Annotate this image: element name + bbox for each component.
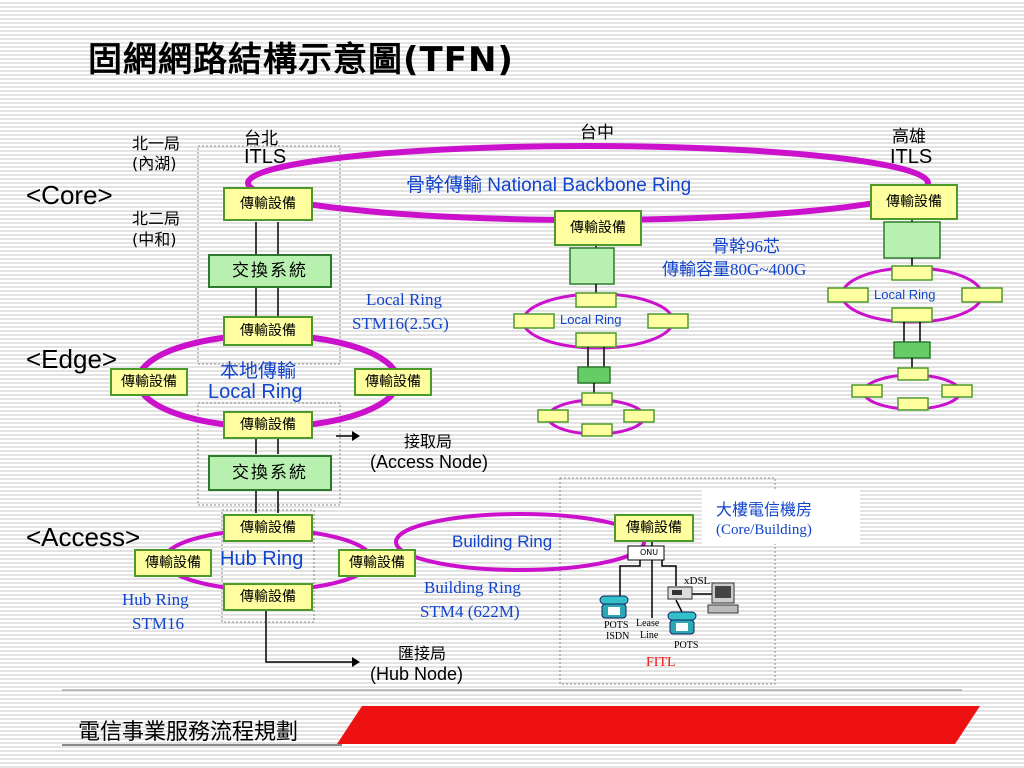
- lease-line-label-1: Lease: [636, 618, 660, 629]
- kaohsiung-node-3: [961, 287, 1003, 303]
- kaohsiung-node-2: [827, 287, 869, 303]
- phone-icon: [599, 595, 629, 619]
- xdsl-label: xDSL: [684, 575, 711, 587]
- kaohsiung-local-ring-label: Local Ring: [874, 287, 936, 302]
- taichung-switch-box: [569, 247, 615, 285]
- edge-left-transmission-box: 傳輸設備: [110, 368, 188, 396]
- hub-left-transmission-box: 傳輸設備: [134, 549, 212, 577]
- building-ring-spec2: STM4 (622M): [420, 602, 520, 621]
- access-layer-label: <Access>: [26, 522, 141, 552]
- kaohsiung-node-5: [897, 367, 929, 381]
- edge-right-transmission-box: 傳輸設備: [354, 368, 432, 396]
- access-node-en: (Access Node): [370, 452, 489, 472]
- building-ring-label: Building Ring: [452, 532, 553, 551]
- hub-ring-label: Hub Ring: [220, 548, 304, 570]
- hub-right-transmission-box: 傳輸設備: [338, 549, 416, 577]
- hub-ring-spec1: Hub Ring: [122, 590, 189, 609]
- footer-underline: [62, 744, 342, 746]
- taipei-hub-cluster: [221, 509, 315, 623]
- fitl-label: FITL: [646, 655, 676, 670]
- taichung-node-3: [647, 313, 689, 329]
- taichung-node-5: [581, 392, 613, 406]
- modem-icon: [667, 586, 693, 600]
- footer-red-bar: [337, 706, 980, 744]
- edge-layer-label: <Edge>: [26, 344, 118, 374]
- lease-line-label-2: Line: [640, 630, 659, 641]
- page-title: 固網網路結構示意圖(TFN): [88, 40, 514, 80]
- onu-box: [627, 545, 665, 561]
- kaohsiung-node-6: [851, 384, 883, 398]
- computer-icon: [707, 582, 739, 614]
- taipei-label: 台北: [244, 129, 278, 149]
- taichung-local-ring-label: Local Ring: [560, 312, 622, 327]
- taipei-itls-label: ITLS: [244, 146, 287, 168]
- taipei-edge-transmission-box: 傳輸設備: [223, 316, 313, 346]
- hub-node-cn: 匯接局: [398, 644, 447, 663]
- local-ring-spec1: Local Ring: [366, 290, 443, 309]
- access-node-cn: 接取局: [404, 432, 453, 451]
- taichung-node-6: [537, 409, 569, 423]
- office2-sub: (中和): [132, 230, 177, 249]
- building-ring: [394, 512, 646, 572]
- pots-isdn-label-2: ISDN: [606, 631, 630, 642]
- pots-isdn-label-1: POTS: [604, 620, 629, 631]
- taichung-transmission-box: 傳輸設備: [554, 210, 642, 246]
- kaohsiung-label: 高雄: [892, 127, 926, 147]
- fitl-cluster: [559, 477, 776, 685]
- backbone-ring-label: 骨幹傳輸 National Backbone Ring: [406, 175, 692, 196]
- edge-local-ring-en: Local Ring: [208, 381, 303, 403]
- backbone-spec2: 傳輸容量80G~400G: [662, 260, 807, 279]
- edge-local-ring-cn: 本地傳輸: [220, 360, 297, 382]
- taipei-core-transmission-box: 傳輸設備: [223, 187, 313, 221]
- access-transmission-box: 傳輸設備: [223, 411, 313, 439]
- taichung-node-7: [623, 409, 655, 423]
- taichung-label: 台中: [580, 123, 614, 143]
- kaohsiung-node-4: [891, 307, 933, 323]
- taichung-node-2: [513, 313, 555, 329]
- local-ring-spec2: STM16(2.5G): [352, 314, 449, 333]
- building-node-en: (Core/Building): [716, 522, 812, 538]
- hub-node-en: (Hub Node): [370, 664, 464, 684]
- kaohsiung-node-1: [891, 265, 933, 281]
- footer-text: 電信事業服務流程規劃: [78, 720, 299, 745]
- kaohsiung-switch-box-2: [893, 341, 931, 359]
- building-node-label-box: [702, 490, 860, 544]
- taichung-node-1: [575, 292, 617, 308]
- onu-label: ONU: [640, 548, 659, 557]
- kaohsiung-node-7: [941, 384, 973, 398]
- kaohsiung-transmission-box: 傳輸設備: [870, 184, 958, 220]
- hub-ring-spec2: STM16: [132, 614, 184, 633]
- phone-icon: [667, 611, 697, 635]
- pots-label: POTS: [674, 640, 699, 651]
- building-node-cn: 大樓電信機房: [716, 500, 813, 519]
- core-layer-label: <Core>: [26, 180, 113, 210]
- taichung-node-4: [575, 332, 617, 348]
- taipei-access-cluster: [197, 402, 341, 506]
- taipei-switch-box: 交換系統: [208, 254, 332, 288]
- kaohsiung-switch-box: [883, 221, 941, 259]
- hub-bottom-transmission-box: 傳輸設備: [223, 583, 313, 611]
- taichung-switch-box-2: [577, 366, 611, 384]
- kaohsiung-node-8: [897, 397, 929, 411]
- office1-label: 北一局: [132, 134, 181, 153]
- office1-sub: (內湖): [132, 154, 177, 173]
- office2-label: 北二局: [132, 209, 181, 228]
- hub-top-transmission-box: 傳輸設備: [223, 514, 313, 542]
- kaohsiung-itls-label: ITLS: [890, 146, 933, 168]
- building-transmission-box: 傳輸設備: [614, 514, 694, 542]
- building-ring-spec1: Building Ring: [424, 578, 521, 597]
- backbone-spec1: 骨幹96芯: [712, 237, 780, 256]
- access-switch-box: 交換系統: [208, 455, 332, 491]
- taichung-node-8: [581, 423, 613, 437]
